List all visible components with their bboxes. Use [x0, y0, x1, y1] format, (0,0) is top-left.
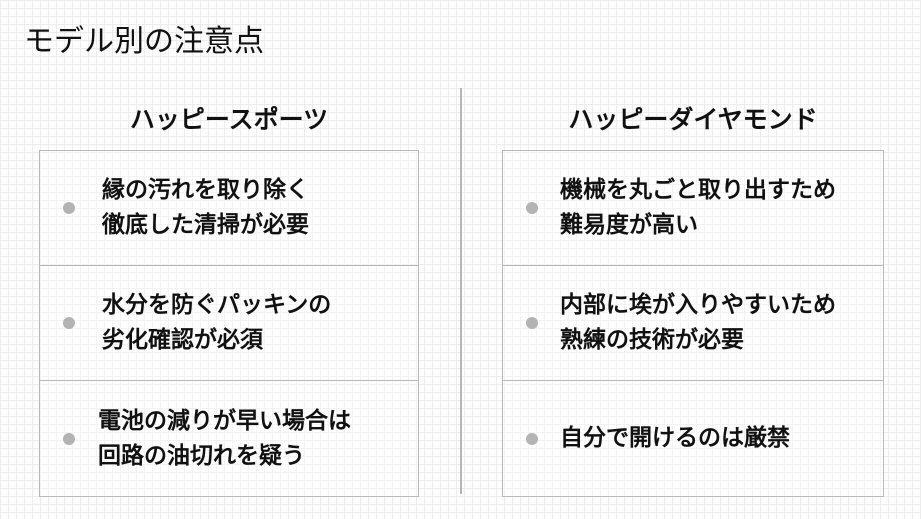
item-text: 自分で開けるのは厳禁 — [560, 425, 790, 451]
item-text: 水分を防ぐパッキンの 劣化確認が必須 — [102, 292, 332, 353]
list-item: 自分で開けるのは厳禁 — [503, 381, 883, 496]
bullet-icon — [63, 317, 75, 329]
happy-sports-list: 縁の汚れを取り除く 徹底した清掃が必要 水分を防ぐパッキンの 劣化確認が必須 電… — [39, 150, 419, 497]
bullet-icon — [526, 317, 538, 329]
bullet-icon — [63, 202, 75, 214]
bullet-icon — [63, 432, 75, 445]
item-text: 縁の汚れを取り除く 徹底した清掃が必要 — [102, 177, 309, 238]
column-divider — [460, 88, 462, 494]
list-item: 電池の減りが早い場合は 回路の油切れを疑う — [40, 381, 418, 496]
item-text: 内部に埃が入りやすいため 熟練の技術が必要 — [560, 292, 836, 353]
list-item: 機械を丸ごと取り出すため 難易度が高い — [503, 151, 883, 266]
column-heading-happy-diamond: ハッピーダイヤモンド — [568, 105, 818, 134]
list-item: 水分を防ぐパッキンの 劣化確認が必須 — [40, 266, 418, 381]
list-item: 内部に埃が入りやすいため 熟練の技術が必要 — [503, 266, 883, 381]
item-text: 機械を丸ごと取り出すため 難易度が高い — [560, 177, 836, 238]
list-item: 縁の汚れを取り除く 徹底した清掃が必要 — [40, 151, 418, 266]
item-text: 電池の減りが早い場合は 回路の油切れを疑う — [98, 407, 351, 469]
happy-diamond-list: 機械を丸ごと取り出すため 難易度が高い 内部に埃が入りやすいため 熟練の技術が必… — [502, 150, 884, 497]
bullet-icon — [526, 202, 538, 214]
column-heading-happy-sports: ハッピースポーツ — [129, 105, 329, 134]
page-title: モデル別の注意点 — [24, 24, 264, 59]
bullet-icon — [526, 432, 538, 445]
